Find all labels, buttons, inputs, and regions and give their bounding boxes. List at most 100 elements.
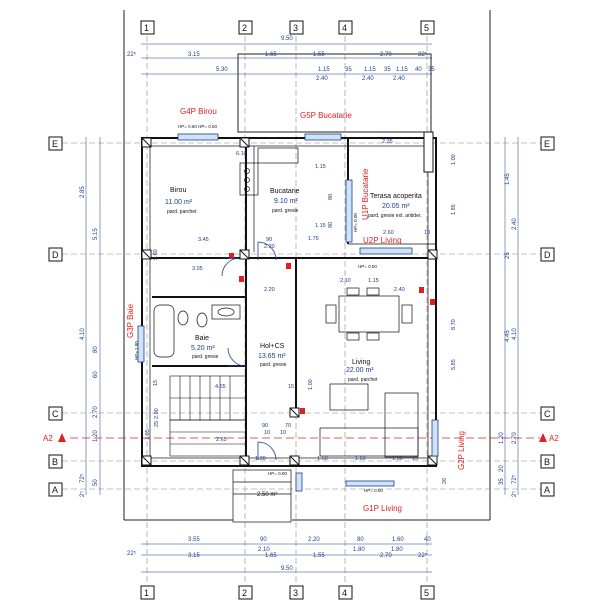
dim-top-r1-4: 2.70 bbox=[380, 52, 392, 58]
int-dim-13: 1.15 bbox=[368, 278, 379, 284]
hp-g1p: HP= 0.00 bbox=[364, 488, 383, 493]
dimension-lines-top bbox=[141, 43, 432, 573]
dim-top-r2-5: 1.15 bbox=[396, 67, 408, 73]
hp-g3p: HP= 1.80 bbox=[134, 341, 139, 360]
dim-left-8: 50 bbox=[93, 479, 99, 486]
dimension-lines-side bbox=[85, 137, 519, 495]
dim-left-6: 1.20 bbox=[93, 430, 99, 442]
room-bucatarie-floor: pard. gresie bbox=[272, 208, 299, 214]
red-markers bbox=[229, 253, 435, 414]
room-hol-floor: pard. gresie bbox=[260, 362, 287, 368]
room-baie-floor: pard. gresie bbox=[192, 354, 219, 360]
dim-top-r1-1: 3.15 bbox=[188, 52, 200, 58]
int-dim-40: 15 bbox=[153, 380, 159, 386]
int-dim-20: 8.70 bbox=[451, 319, 457, 330]
dim-top-r2b-1: 2.40 bbox=[362, 76, 374, 82]
dim-right-1: 2.40 bbox=[512, 218, 518, 230]
dim-right-4: 4.10 bbox=[512, 328, 518, 340]
int-dim-2: 3.05 bbox=[192, 266, 203, 272]
hp-u2p: HP= 0.00 bbox=[358, 264, 377, 269]
label-g4p: G4P Birou bbox=[180, 107, 217, 116]
dim-bot-r2-3: 1.55 bbox=[313, 553, 325, 559]
dim-right-2: 25 bbox=[505, 252, 511, 259]
label-g2p: G2P Living bbox=[457, 431, 466, 470]
dim-right-3: 4.45 bbox=[505, 330, 511, 342]
int-dim-14: 6.10 bbox=[236, 151, 247, 157]
grid-col-3-bottom: 3 bbox=[293, 588, 298, 598]
room-living-name: Living bbox=[352, 359, 370, 366]
windows bbox=[137, 133, 439, 492]
grid-col-4-bottom: 4 bbox=[342, 588, 347, 598]
grid-col-1-bottom: 1 bbox=[144, 588, 149, 598]
dim-bot-r1-5: 40 bbox=[424, 537, 431, 543]
section-line-a2: A2 A2 bbox=[43, 433, 559, 443]
room-baie-area: 5.20 m² bbox=[191, 345, 215, 352]
dim-top-r2-1: 1.15 bbox=[318, 67, 330, 73]
room-birou-area: 11.00 m² bbox=[165, 199, 193, 206]
dim-right-10: 2⁵ bbox=[511, 491, 518, 497]
dim-bot-r1-4: 1.60 bbox=[392, 537, 404, 543]
room-hol-area: 13.65 m² bbox=[258, 353, 286, 360]
hp-u1p: HP= 0.00 bbox=[353, 213, 358, 232]
dim-top-r2-3: 1.15 bbox=[364, 67, 376, 73]
int-dim-22: 4.65 bbox=[215, 384, 226, 390]
grid-row-c-left: C bbox=[52, 409, 59, 419]
grid-row-d-left: D bbox=[52, 250, 59, 260]
grid-col-2-top: 2 bbox=[242, 23, 247, 33]
dim-right-7: 72⁵ bbox=[511, 474, 518, 484]
wall-inner bbox=[149, 145, 436, 459]
int-dim-29: 15 bbox=[412, 456, 418, 462]
dim-bot-r2-2: 1.65 bbox=[265, 553, 277, 559]
room-labels: Birou 11.00 m² pard. parchet Bucatarie 9… bbox=[165, 187, 422, 383]
section-label-left: A2 bbox=[43, 434, 53, 443]
dim-left-0: 2.85 bbox=[80, 186, 86, 198]
room-birou-name: Birou bbox=[170, 187, 186, 194]
int-dim-4: 90 bbox=[266, 237, 272, 243]
stairs bbox=[169, 375, 247, 457]
grid-col-2-bottom: 2 bbox=[242, 588, 247, 598]
dim-bot-r2-5: 22⁵ bbox=[418, 552, 428, 559]
bath-fixtures bbox=[153, 304, 241, 358]
int-dim-24: 1.30 bbox=[255, 456, 266, 462]
window-tags: G4P Birou G5P Bucatarie U1P Bucatarie U2… bbox=[126, 107, 466, 513]
int-dim-28: 1.50 bbox=[392, 456, 403, 462]
dim-top-r2-0: 5.30 bbox=[216, 67, 228, 73]
dim-right-6: 2.70 bbox=[512, 432, 518, 444]
grid-row-b-right: B bbox=[544, 457, 550, 467]
int-dim-17: 10 bbox=[424, 230, 430, 236]
room-baie-name: Baie bbox=[195, 335, 209, 342]
section-arrow-right bbox=[539, 433, 547, 442]
dim-bot-r2-4: 2.70 bbox=[380, 553, 392, 559]
label-u2p: U2P Living bbox=[363, 236, 402, 245]
dim-bot-total: 9.50 bbox=[281, 566, 293, 572]
site-outline bbox=[123, 10, 491, 521]
section-label-right: A2 bbox=[549, 434, 559, 443]
label-u1p: U1P Bucatarie bbox=[361, 168, 370, 220]
grid-row-a-left: A bbox=[52, 485, 58, 495]
room-bucatarie-name: Bucatarie bbox=[270, 188, 300, 195]
int-dim-1: 3.45 bbox=[198, 237, 209, 243]
grid-row-b-left: B bbox=[52, 457, 58, 467]
hp-labels: HP= 0.60 HP= 0.60 HP= 0.00 HP= 0.00 HP= … bbox=[134, 124, 383, 493]
dim-left-2: 4.10 bbox=[80, 328, 86, 340]
int-dim-21: 5.85 bbox=[451, 359, 457, 370]
living-furniture bbox=[319, 287, 419, 458]
dim-top-r2-2: 35 bbox=[345, 67, 352, 73]
grid-bubbles: 1 2 3 4 5 1 2 3 4 5 E D C B A E D C B A bbox=[48, 20, 555, 600]
int-dim-12: 80 bbox=[328, 222, 334, 228]
entry-porch bbox=[232, 469, 292, 523]
dim-top-r2b-0: 2.40 bbox=[316, 76, 328, 82]
int-dim-19: 1.85 bbox=[451, 204, 457, 215]
int-dim-6: 2.20 bbox=[264, 287, 275, 293]
grid-col-5-bottom: 5 bbox=[424, 588, 429, 598]
int-dim-36: 26 bbox=[442, 478, 448, 484]
dim-bot-r1b-0: 2.10 bbox=[258, 547, 270, 553]
grid-row-c-right: C bbox=[544, 409, 551, 419]
int-dim-27: 15 bbox=[288, 384, 294, 390]
int-dim-3: 1.75 bbox=[308, 236, 319, 242]
grid-row-e-right: E bbox=[544, 139, 550, 149]
hp-g4p: HP= 0.60 HP= 0.60 bbox=[178, 124, 218, 129]
room-birou-floor: pard. parchet bbox=[167, 209, 197, 215]
int-dim-31: 10 bbox=[264, 430, 270, 436]
